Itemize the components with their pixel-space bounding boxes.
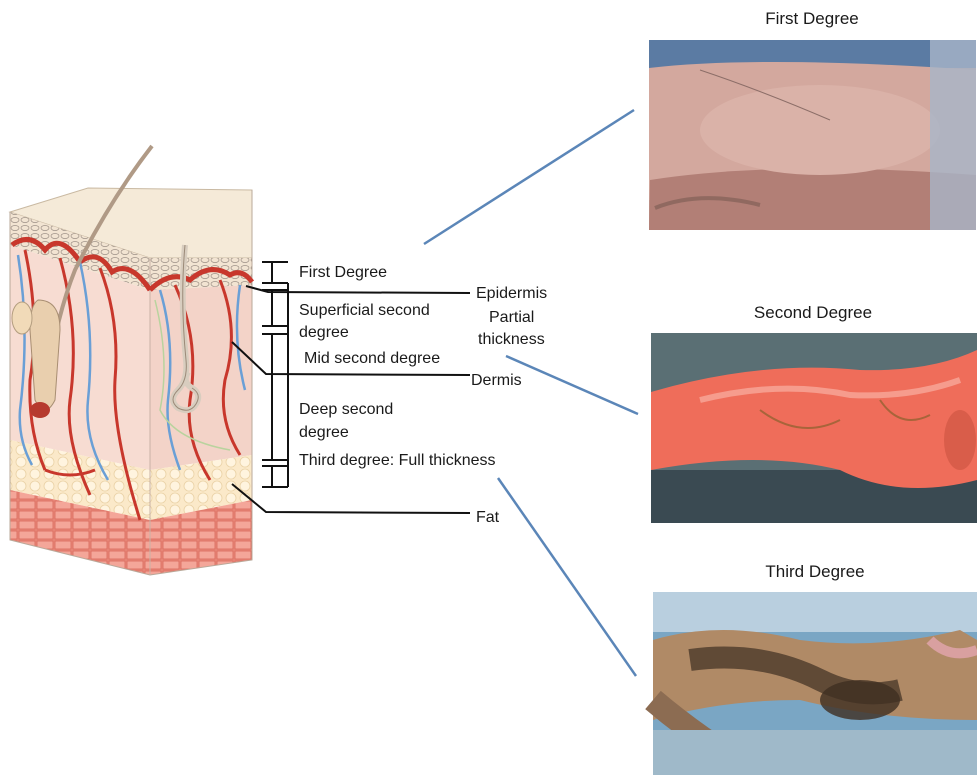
photo-first-degree: [649, 40, 976, 230]
photo-title-third-degree: Third Degree: [650, 562, 977, 582]
hair-follicle: [30, 300, 60, 410]
label-dermis: Dermis: [471, 371, 522, 391]
photo-connector-lines: [424, 110, 638, 676]
photo-third-degree: [653, 592, 977, 775]
photo-title-first-degree: First Degree: [647, 9, 977, 29]
photo-second-degree: [651, 333, 977, 523]
label-deep-second-line1: Deep second: [299, 400, 393, 420]
label-superficial-second-line2: degree: [299, 323, 349, 343]
label-epidermis: Epidermis: [476, 284, 547, 304]
label-third-degree: Third degree: Full thickness: [299, 451, 496, 471]
sebaceous-gland: [12, 302, 32, 334]
label-deep-second-line2: degree: [299, 423, 349, 443]
label-mid-second-degree: Mid second degree: [304, 349, 440, 369]
label-partial-line1: Partial: [489, 308, 534, 328]
label-partial-line2: thickness: [478, 330, 545, 350]
label-superficial-second-line1: Superficial second: [299, 301, 430, 321]
label-fat: Fat: [476, 508, 499, 528]
label-first-degree: First Degree: [299, 263, 387, 283]
photo-title-second-degree: Second Degree: [648, 303, 977, 323]
